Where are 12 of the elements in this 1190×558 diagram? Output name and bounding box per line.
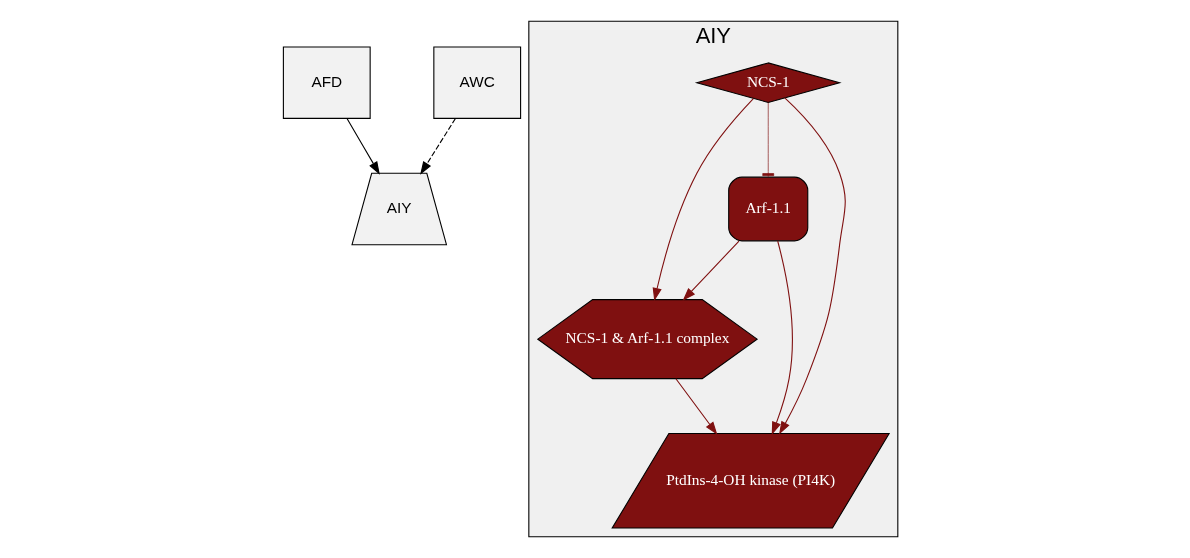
- node-box: AWC: [433, 46, 522, 119]
- arrow: [779, 97, 846, 435]
- arrow: [675, 378, 718, 435]
- arrow: [346, 118, 380, 175]
- connector: [762, 102, 775, 178]
- arrow: [420, 118, 456, 175]
- arrow: [682, 240, 740, 301]
- arrow: [771, 240, 793, 435]
- arrow: [652, 98, 754, 302]
- node-diamond: NCS-1: [694, 62, 842, 104]
- node-box: Arf-1.1: [728, 176, 809, 242]
- node-box: AFD: [282, 46, 371, 119]
